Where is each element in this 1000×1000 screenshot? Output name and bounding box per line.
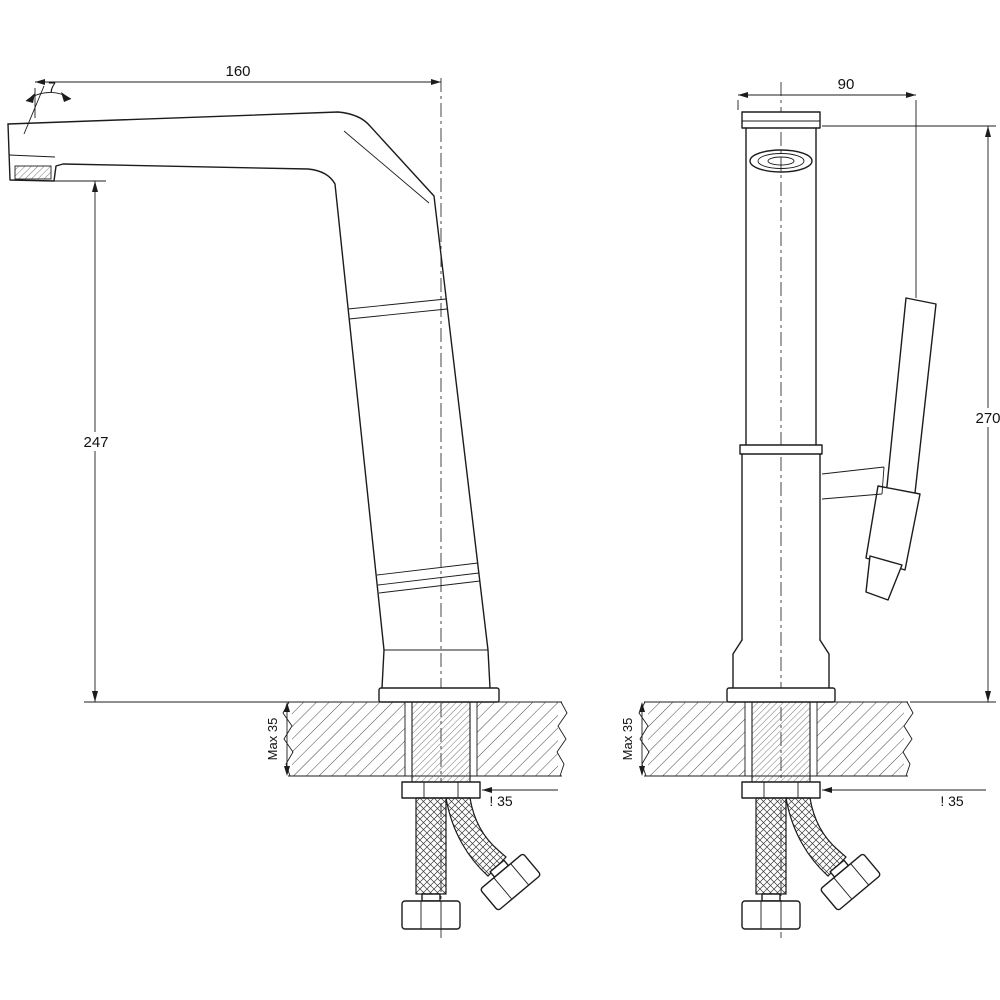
counter-hatch [648,702,745,776]
aerator-side [14,165,52,180]
arrowhead [985,691,991,702]
arrowhead [906,92,916,98]
dim-hole-front-label: ! 35 [940,793,964,809]
handle-lever [821,297,937,601]
break-line [282,701,294,777]
countertop-section-side [282,701,568,777]
dim-height-front-label: 270 [975,410,1000,427]
body-width-dimension: 90 [737,76,917,298]
aerator-front-mid [757,153,805,169]
upper-body-edges [745,127,817,446]
spout-tip-seam [8,154,56,158]
base-plate-side [378,687,500,703]
arrowhead [92,181,98,192]
base-flare [732,639,830,689]
front-view: 90 270 Max 35 ! 35 [620,76,1000,938]
counter-thickness-dimension-side: Max 35 [265,702,290,776]
handle-pivot [865,485,921,571]
lower-body-edges [741,453,821,641]
label-backing [968,408,1000,427]
dim-swivel-angle-label: 7 [48,79,56,95]
arrowhead [35,79,45,85]
shoulder-inner-line [343,130,430,204]
body-seam-lower [376,562,481,594]
break-line [638,701,650,777]
arrowhead [639,702,645,712]
arrowhead [822,787,832,793]
dim-hole-side-label: ! 35 [489,793,513,809]
countertop-section-front [638,701,914,777]
body-collar [739,444,823,455]
faucet-side-outline [7,111,500,703]
side-view: 160 7 247 Max 35 [7,63,568,938]
arrowhead [985,126,991,137]
arrowhead [61,92,71,102]
counter-thickness-dimension-front: Max 35 [620,702,645,776]
arrowhead [284,766,290,776]
arrowhead [284,702,290,712]
spout-reach-dimension: 160 [34,63,441,118]
dim-height-side-label: 247 [83,434,108,451]
base-plate-front [726,687,836,703]
aerator-front-inner [767,156,795,166]
handle-connector [821,466,885,500]
outline-bottom-left [7,123,385,689]
counter-hatch [817,702,904,776]
label-backing [77,432,115,451]
faucet-front-outline [726,111,836,703]
label-backing [482,795,520,808]
total-height-dimension: 270 [822,125,1000,703]
swivel-angle-dimension: 7 [23,79,72,135]
hole-dimension-side: ! 35 [482,787,558,809]
dim-max-counter-front-label: Max 35 [620,718,635,761]
dim-spout-reach-label: 160 [225,63,250,80]
arrowhead [431,79,441,85]
arrowhead [26,93,35,103]
aerator-front-outer [749,149,813,173]
arrowhead [639,766,645,776]
break-line [902,701,914,777]
spout-height-dimension: 247 [48,180,288,703]
top-cap [741,111,821,129]
break-line [556,701,568,777]
dim-max-counter-side-label: Max 35 [265,718,280,761]
hole-dimension-front: ! 35 [822,787,986,809]
arrowhead [92,691,98,702]
handle-tail [865,555,903,601]
counter-hatch [292,702,405,776]
handle-blade [885,297,937,503]
counter-hatch [477,702,558,776]
arrowhead [738,92,748,98]
body-seam-upper [347,298,448,320]
arrowhead [482,787,492,793]
dim-width-label: 90 [838,76,855,93]
outline-top-right [7,111,491,689]
